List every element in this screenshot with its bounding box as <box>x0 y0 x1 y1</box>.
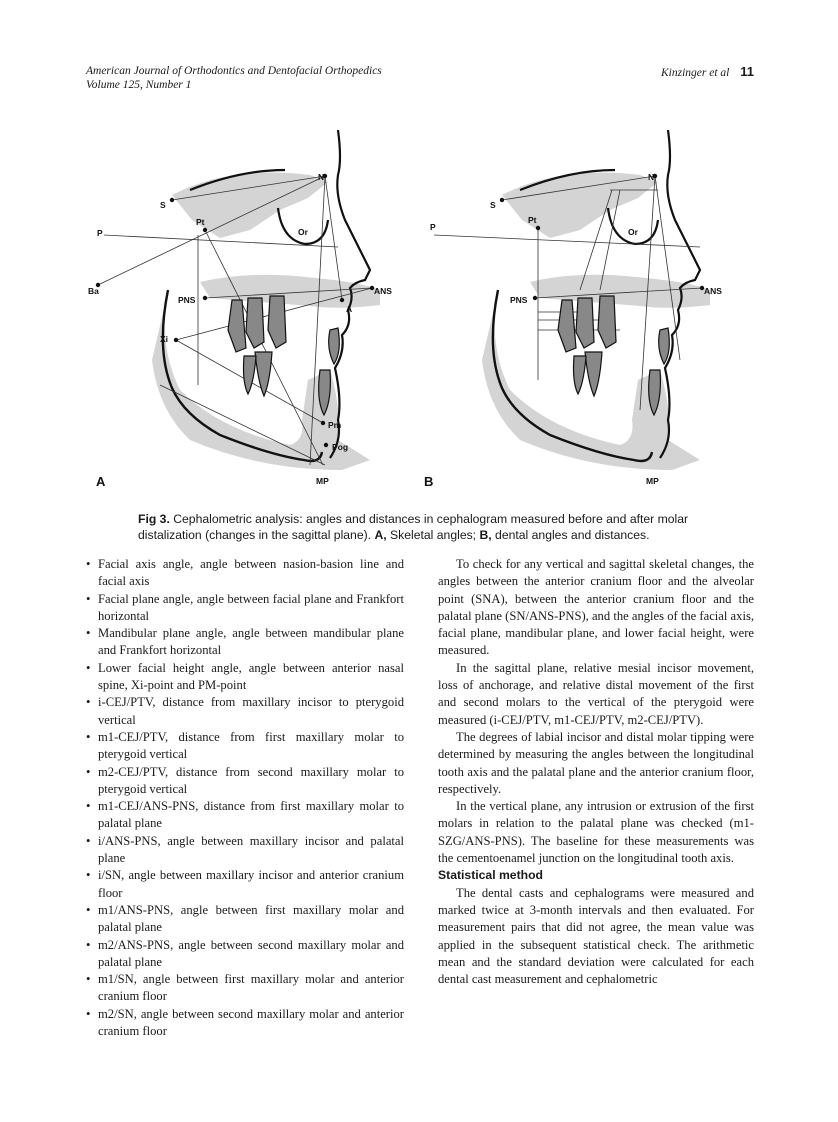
list-item: m1-CEJ/ANS-PNS, distance from first maxi… <box>86 798 404 833</box>
skull-shading-a <box>172 172 328 238</box>
left-column: Facial axis angle, angle between nasion-… <box>86 556 404 1040</box>
caption-label: Fig 3. <box>138 512 170 526</box>
cephalometric-figure: N S Pt Or P Ba PNS ANS A Xi Pm Pog MP A <box>88 129 722 489</box>
landmark-xi-a: Xi <box>160 334 168 344</box>
incisor-upper-b <box>658 327 670 366</box>
landmark-p-b: P <box>430 222 436 232</box>
list-item: Lower facial height angle, angle between… <box>86 660 404 695</box>
mandible-outline-a <box>161 289 324 463</box>
landmark-mp-b: MP <box>646 476 659 486</box>
caption-b: B, <box>479 528 492 542</box>
list-item: Facial plane angle, angle between facial… <box>86 591 404 626</box>
measurement-list: Facial axis angle, angle between nasion-… <box>86 556 404 1040</box>
landmark-p-a: P <box>97 228 103 238</box>
maxilla-shading-b <box>530 274 710 308</box>
body-paragraph: The degrees of labial incisor and distal… <box>438 729 754 796</box>
list-item: m1-CEJ/PTV, distance from first maxillar… <box>86 729 404 764</box>
landmark-pt-a: Pt <box>196 217 205 227</box>
list-item: i/ANS-PNS, angle between maxillary incis… <box>86 833 404 868</box>
landmark-ans-a: ANS <box>374 286 392 296</box>
page-number: 11 <box>740 64 754 79</box>
list-item: Facial axis angle, angle between nasion-… <box>86 556 404 591</box>
running-header-journal: American Journal of Orthodontics and Den… <box>86 64 382 92</box>
caption-a: A, <box>374 528 387 542</box>
soft-tissue-profile-a <box>329 129 372 459</box>
landmark-pt-b: Pt <box>528 215 537 225</box>
body-paragraph: In the sagittal plane, relative mesial i… <box>438 660 754 727</box>
panel-label-a: A <box>96 474 106 489</box>
sella-curve-a <box>189 168 286 192</box>
landmark-pog-a: Pog <box>332 442 348 452</box>
right-column: To check for any vertical and sagittal s… <box>438 556 754 988</box>
landmark-pns-a: PNS <box>178 295 196 305</box>
running-authors: Kinzinger et al <box>661 67 730 79</box>
panel-label-b: B <box>424 474 433 489</box>
landmark-pm-a: Pm <box>328 420 342 430</box>
body-paragraph: The dental casts and cephalograms were m… <box>438 885 754 987</box>
landmark-s-b: S <box>490 200 496 210</box>
figure-caption: Fig 3. Cephalometric analysis: angles an… <box>138 511 718 543</box>
mandible-outline-b <box>491 289 654 463</box>
landmark-ba-a: Ba <box>88 286 99 296</box>
orbit-arc-a <box>276 207 330 246</box>
landmark-or-b: Or <box>628 227 639 237</box>
incisor-lower-b <box>648 369 661 417</box>
landmark-ans-b: ANS <box>704 286 722 296</box>
list-item: m1/SN, angle between first maxillary mol… <box>86 971 404 1006</box>
maxilla-shading-a <box>200 274 380 308</box>
list-item: m2/SN, angle between second maxillary mo… <box>86 1006 404 1041</box>
landmark-n-a: N <box>318 172 324 182</box>
list-item: m2/ANS-PNS, angle between second maxilla… <box>86 937 404 972</box>
soft-tissue-profile-b <box>659 129 702 459</box>
landmark-a-a: A <box>346 304 352 314</box>
incisor-upper-a <box>328 327 340 366</box>
molar-teeth-a <box>227 295 287 398</box>
landmark-or-a: Or <box>298 227 309 237</box>
sella-curve-b <box>519 168 616 192</box>
landmark-mp-a: MP <box>316 476 329 486</box>
caption-text-1: Cephalometric analysis: angles and dista… <box>138 512 689 542</box>
journal-volume: Volume 125, Number 1 <box>86 79 192 91</box>
incisor-lower-a <box>318 369 331 417</box>
body-paragraph: To check for any vertical and sagittal s… <box>438 557 754 658</box>
running-header-right: Kinzinger et al 11 <box>661 64 754 79</box>
panel-a-drawing: N S Pt Or P Ba PNS ANS A Xi Pm Pog MP A <box>88 129 392 489</box>
list-item: m2-CEJ/PTV, distance from second maxilla… <box>86 764 404 799</box>
panel-b-drawing: N S Pt Or P PNS ANS MP B <box>424 129 722 489</box>
molar-teeth-b <box>557 295 617 398</box>
journal-title: American Journal of Orthodontics and Den… <box>86 65 382 77</box>
section-heading: Statistical method <box>438 868 543 883</box>
caption-text-3: dental angles and distances. <box>491 528 650 542</box>
body-paragraph: In the vertical plane, any intrusion or … <box>438 799 754 866</box>
landmark-s-a: S <box>160 200 166 210</box>
skull-shading-b <box>502 172 658 238</box>
list-item: Mandibular plane angle, angle between ma… <box>86 625 404 660</box>
caption-text-2: Skeletal angles; <box>386 528 480 542</box>
landmark-n-b: N <box>648 172 654 182</box>
landmark-pns-b: PNS <box>510 295 528 305</box>
list-item: i-CEJ/PTV, distance from maxillary incis… <box>86 694 404 729</box>
list-item: i/SN, angle between maxillary incisor an… <box>86 867 404 902</box>
list-item: m1/ANS-PNS, angle between first maxillar… <box>86 902 404 937</box>
